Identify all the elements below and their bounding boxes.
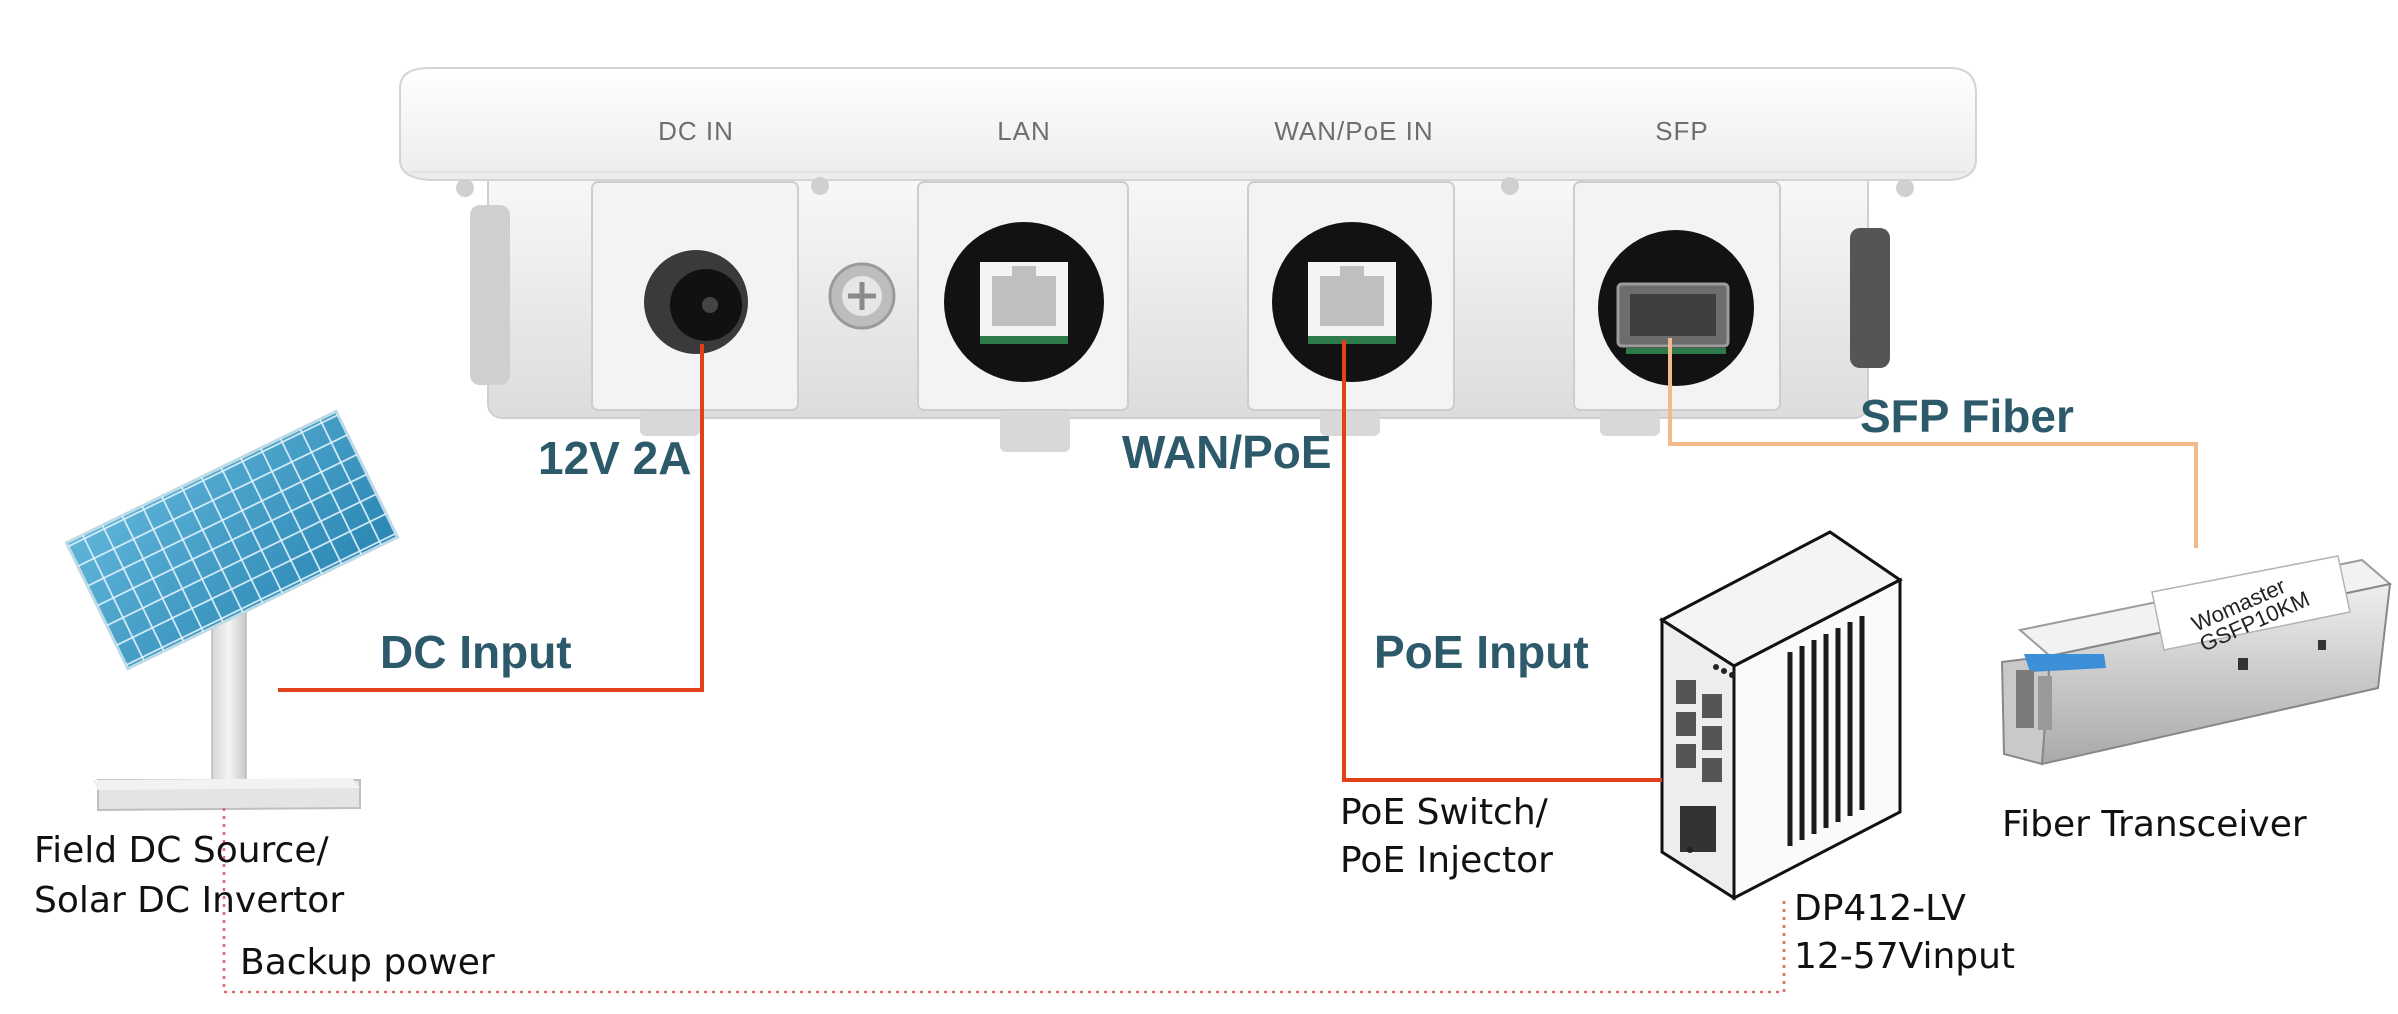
poe-switch-line2: PoE Injector [1340, 840, 1553, 881]
sfp-fiber-label: SFP Fiber [1860, 390, 2074, 442]
poe-input-line [1342, 340, 1662, 782]
solar-panel-icon [64, 409, 400, 812]
wan-poe-label: WAN/PoE [1122, 426, 1332, 478]
sfp-transceiver-icon: Womaster GSFP10KM [2000, 555, 2393, 766]
poe-switch-icon [1659, 530, 1903, 901]
field-source-line2: Solar DC Invertor [34, 880, 344, 921]
dc-input-label: DC Input [380, 626, 572, 678]
sfp-fiber-line [1668, 338, 2198, 548]
sfp-port-icon [1598, 230, 1754, 386]
port-label-lan: LAN [997, 116, 1051, 146]
poe-switch-line1: PoE Switch/ [1340, 792, 1549, 833]
poe-input-label: PoE Input [1374, 626, 1589, 678]
switch-model-label: DP412-LV [1794, 888, 1966, 929]
field-source-line1: Field DC Source/ [34, 830, 329, 871]
port-label-wan-poe-in: WAN/PoE IN [1274, 116, 1433, 146]
lan-port-icon [944, 222, 1104, 382]
fiber-transceiver-label: Fiber Transceiver [2002, 804, 2307, 845]
port-label-dc-in: DC IN [658, 116, 734, 146]
access-point-device: DC IN LAN WAN/PoE IN SFP [399, 67, 1977, 452]
ground-screw-icon [828, 262, 896, 330]
dc-spec-label: 12V 2A [538, 432, 691, 484]
wan-poe-port-icon [1272, 222, 1432, 382]
dc-jack-icon [644, 250, 748, 354]
backup-power-label: Backup power [240, 942, 495, 983]
port-label-sfp: SFP [1655, 116, 1709, 146]
switch-input-label: 12-57Vinput [1794, 936, 2015, 977]
dc-input-line [278, 344, 704, 692]
